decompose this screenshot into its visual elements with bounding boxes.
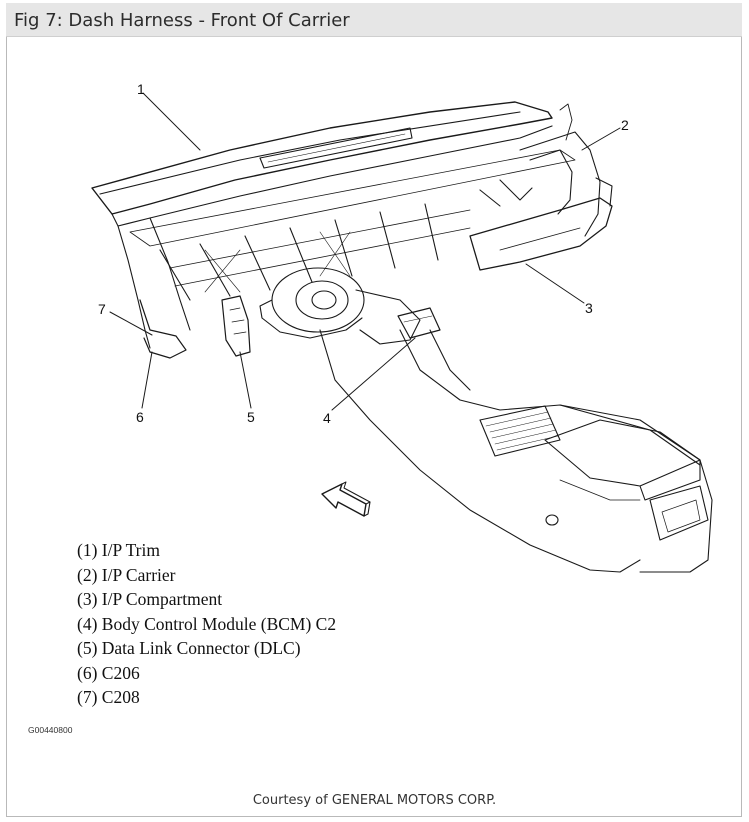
callout-2: 2 [621, 117, 629, 133]
steering-column-drawing [259, 267, 421, 345]
courtesy-line: Courtesy of GENERAL MOTORS CORP. [252, 793, 497, 808]
legend-item-dlc: (5) Data Link Connector (DLC) [77, 638, 301, 658]
legend-item-ip-compartment: (3) I/P Compartment [77, 589, 223, 609]
figure-frame [6, 3, 742, 817]
ip-carrier-drawing [117, 103, 601, 359]
callout-labels: 1 2 3 4 5 6 7 [98, 81, 629, 426]
legend-item-ip-carrier: (2) I/P Carrier [77, 564, 176, 585]
center-console-drawing [319, 329, 713, 573]
ip-trim-drawing [91, 101, 553, 227]
parts-legend: (1) I/P Trim (2) I/P Carrier (3) I/P Com… [77, 538, 336, 710]
legend-item-bcm-c2: (4) Body Control Module (BCM) C2 [77, 613, 337, 634]
legend-item-c208: (7) C208 [77, 687, 140, 707]
callout-6: 6 [136, 409, 144, 425]
legend-item-ip-trim: (1) I/P Trim [77, 540, 160, 560]
dlc-bracket-drawing [221, 295, 251, 357]
callout-5: 5 [247, 409, 255, 425]
callout-3: 3 [585, 300, 593, 316]
ip-compartment-drawing [469, 177, 613, 271]
bcm-connector-drawing [397, 307, 441, 339]
figure-title: Fig 7: Dash Harness - Front Of Carrier [14, 10, 350, 31]
legend-item-c206: (6) C206 [77, 662, 140, 683]
figure-code: G00440800 [28, 725, 73, 735]
front-direction-arrow [321, 481, 371, 517]
callout-1: 1 [137, 81, 145, 97]
callout-7: 7 [98, 301, 106, 317]
leader-lines [109, 92, 621, 411]
callout-4: 4 [323, 410, 331, 426]
title-bar: Fig 7: Dash Harness - Front Of Carrier [6, 3, 742, 37]
